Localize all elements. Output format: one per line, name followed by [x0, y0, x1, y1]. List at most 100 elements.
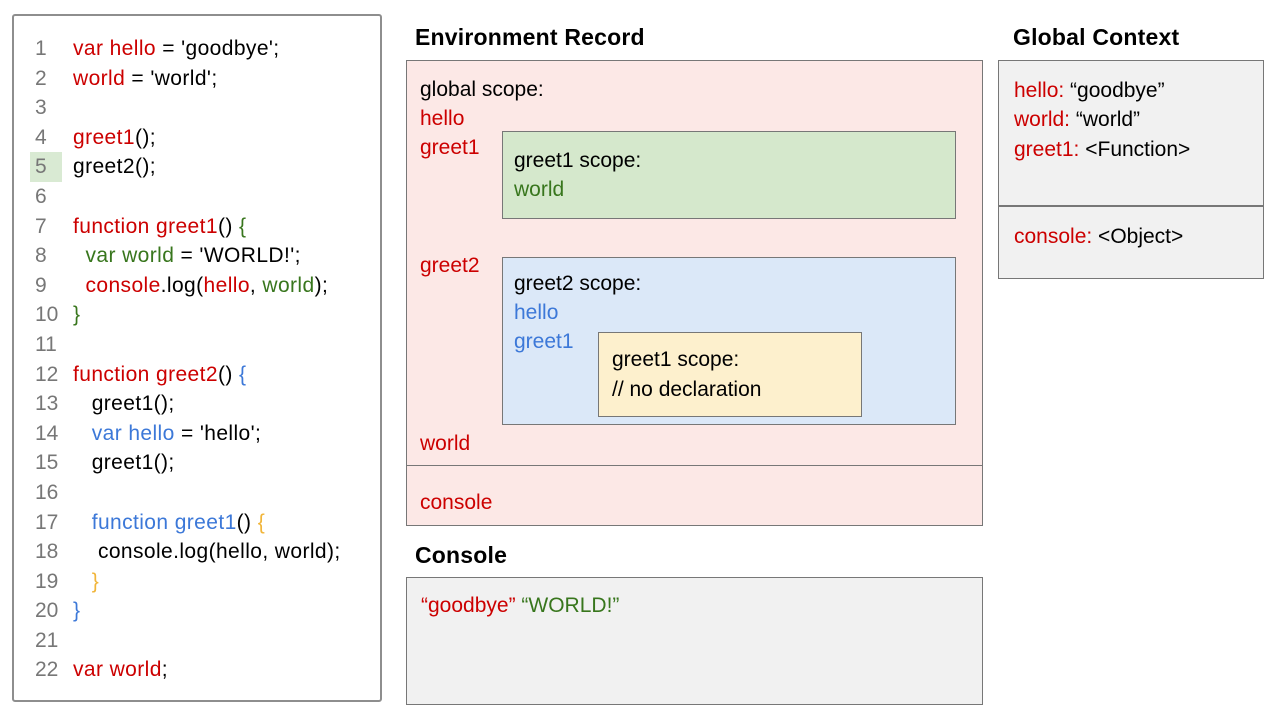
line-number: 17: [35, 510, 59, 534]
code-text: console.log(hello, world);: [73, 271, 328, 301]
code-token: function greet1: [91, 510, 237, 534]
line-number: 22: [35, 658, 59, 682]
code-text: greet1();: [73, 123, 156, 153]
code-text: }: [73, 300, 80, 330]
greet1-scope-box: [502, 131, 956, 219]
code-token: [73, 274, 85, 297]
code-token: hello: [203, 273, 250, 297]
code-token: [73, 511, 92, 534]
environment-record-title: Environment Record: [415, 24, 645, 50]
line-number: 6: [35, 184, 47, 208]
global-context-builtins: console: <Object>: [1014, 222, 1257, 251]
code-token: = 'goodbye';: [155, 37, 280, 60]
code-text: greet1();: [73, 389, 175, 419]
code-line: 10}: [30, 300, 376, 330]
variable-name: world:: [1014, 108, 1071, 132]
code-token: greet1: [73, 125, 135, 149]
global-var-world: world: [420, 432, 471, 455]
code-token: [73, 570, 92, 593]
code-token: console: [85, 273, 161, 297]
code-line: 17 function greet1() {: [30, 508, 376, 538]
code-line: 22 var world;: [30, 655, 376, 685]
code-line: 11: [30, 330, 376, 360]
code-text: var hello = 'hello';: [73, 419, 261, 449]
code-token: “WORLD!”: [521, 594, 620, 617]
variable-value: “goodbye”: [1064, 79, 1165, 102]
code-token: greet1();: [73, 392, 175, 416]
code-token: world: [73, 66, 126, 90]
greet1-scope-label: greet1 scope:: [514, 149, 642, 172]
code-line: 9 console.log(hello, world);: [30, 271, 376, 301]
code-token: greet2();: [73, 155, 156, 179]
greet1-scope-var-world: world: [514, 178, 565, 201]
variable-name: greet1:: [1014, 137, 1080, 161]
code-line: 21: [30, 626, 376, 656]
variable-name: console:: [1014, 225, 1093, 248]
greet2-scope-label: greet2 scope:: [514, 272, 642, 295]
line-number: 7: [35, 214, 47, 238]
code-token: [73, 422, 92, 445]
code-line: 6: [30, 182, 376, 212]
context-entry: console: <Object>: [1014, 222, 1257, 251]
code-token: function greet2: [73, 362, 218, 386]
line-number: 16: [35, 480, 59, 504]
global-var-greet1: greet1: [420, 136, 480, 159]
context-entry: world: “world”: [1014, 105, 1257, 134]
line-number: 3: [35, 96, 47, 120]
code-text: function greet2() {: [73, 360, 246, 390]
global-context-title: Global Context: [1013, 24, 1180, 50]
code-line: 15 greet1();: [30, 448, 376, 478]
global-scope-label: global scope:: [420, 78, 544, 101]
line-number: 15: [35, 451, 59, 475]
inner-greet1-scope-box: [598, 332, 862, 417]
code-token: = 'WORLD!';: [174, 244, 301, 268]
line-number: 10: [35, 303, 59, 327]
code-token: {: [238, 214, 247, 238]
global-context-variables: hello: “goodbye”world: “world”greet1: <F…: [1014, 76, 1257, 164]
code-token: ();: [134, 125, 156, 149]
code-text: function greet1() {: [73, 212, 246, 242]
greet2-scope-var-greet1: greet1: [514, 330, 574, 353]
code-line: 20}: [30, 596, 376, 626]
code-token: var hello: [91, 421, 175, 445]
line-number: 20: [35, 599, 59, 623]
global-var-greet2: greet2: [420, 254, 480, 277]
code-text: }: [73, 567, 99, 597]
code-token: [73, 244, 85, 267]
code-line: 19 }: [30, 567, 376, 597]
inner-greet1-scope-label: greet1 scope:: [612, 348, 740, 371]
console-title: Console: [415, 542, 508, 568]
code-text: greet2();: [73, 152, 156, 182]
line-number: 2: [35, 66, 47, 90]
context-entry: greet1: <Function>: [1014, 135, 1257, 164]
variable-value: <Function>: [1079, 137, 1191, 161]
variable-value: <Object>: [1092, 225, 1184, 248]
code-token: var hello: [73, 37, 156, 60]
global-context-variables-box: hello: “goodbye”world: “world”greet1: <F…: [998, 60, 1264, 206]
code-token: world: [262, 273, 315, 297]
line-number: 12: [35, 362, 59, 386]
line-number: 8: [35, 244, 47, 268]
line-number: 13: [35, 392, 59, 416]
global-context-builtins-box: console: <Object>: [998, 206, 1264, 279]
code-line: 12 function greet2() {: [30, 360, 376, 390]
code-token: .log(: [160, 273, 204, 297]
code-line: 14 var hello = 'hello';: [30, 419, 376, 449]
code-token: ,: [249, 273, 263, 297]
line-number: 14: [35, 421, 59, 445]
line-number: 21: [35, 628, 59, 652]
greet2-scope-var-hello: hello: [514, 301, 559, 324]
code-token: function greet1: [73, 214, 218, 238]
code-text: var world;: [73, 655, 168, 685]
code-line: 16: [30, 478, 376, 508]
code-line: 18 console.log(hello, world);: [30, 537, 376, 567]
code-token: (): [236, 510, 258, 534]
code-token: (): [217, 362, 239, 386]
line-number: 19: [35, 569, 59, 593]
line-number: 11: [35, 332, 57, 356]
